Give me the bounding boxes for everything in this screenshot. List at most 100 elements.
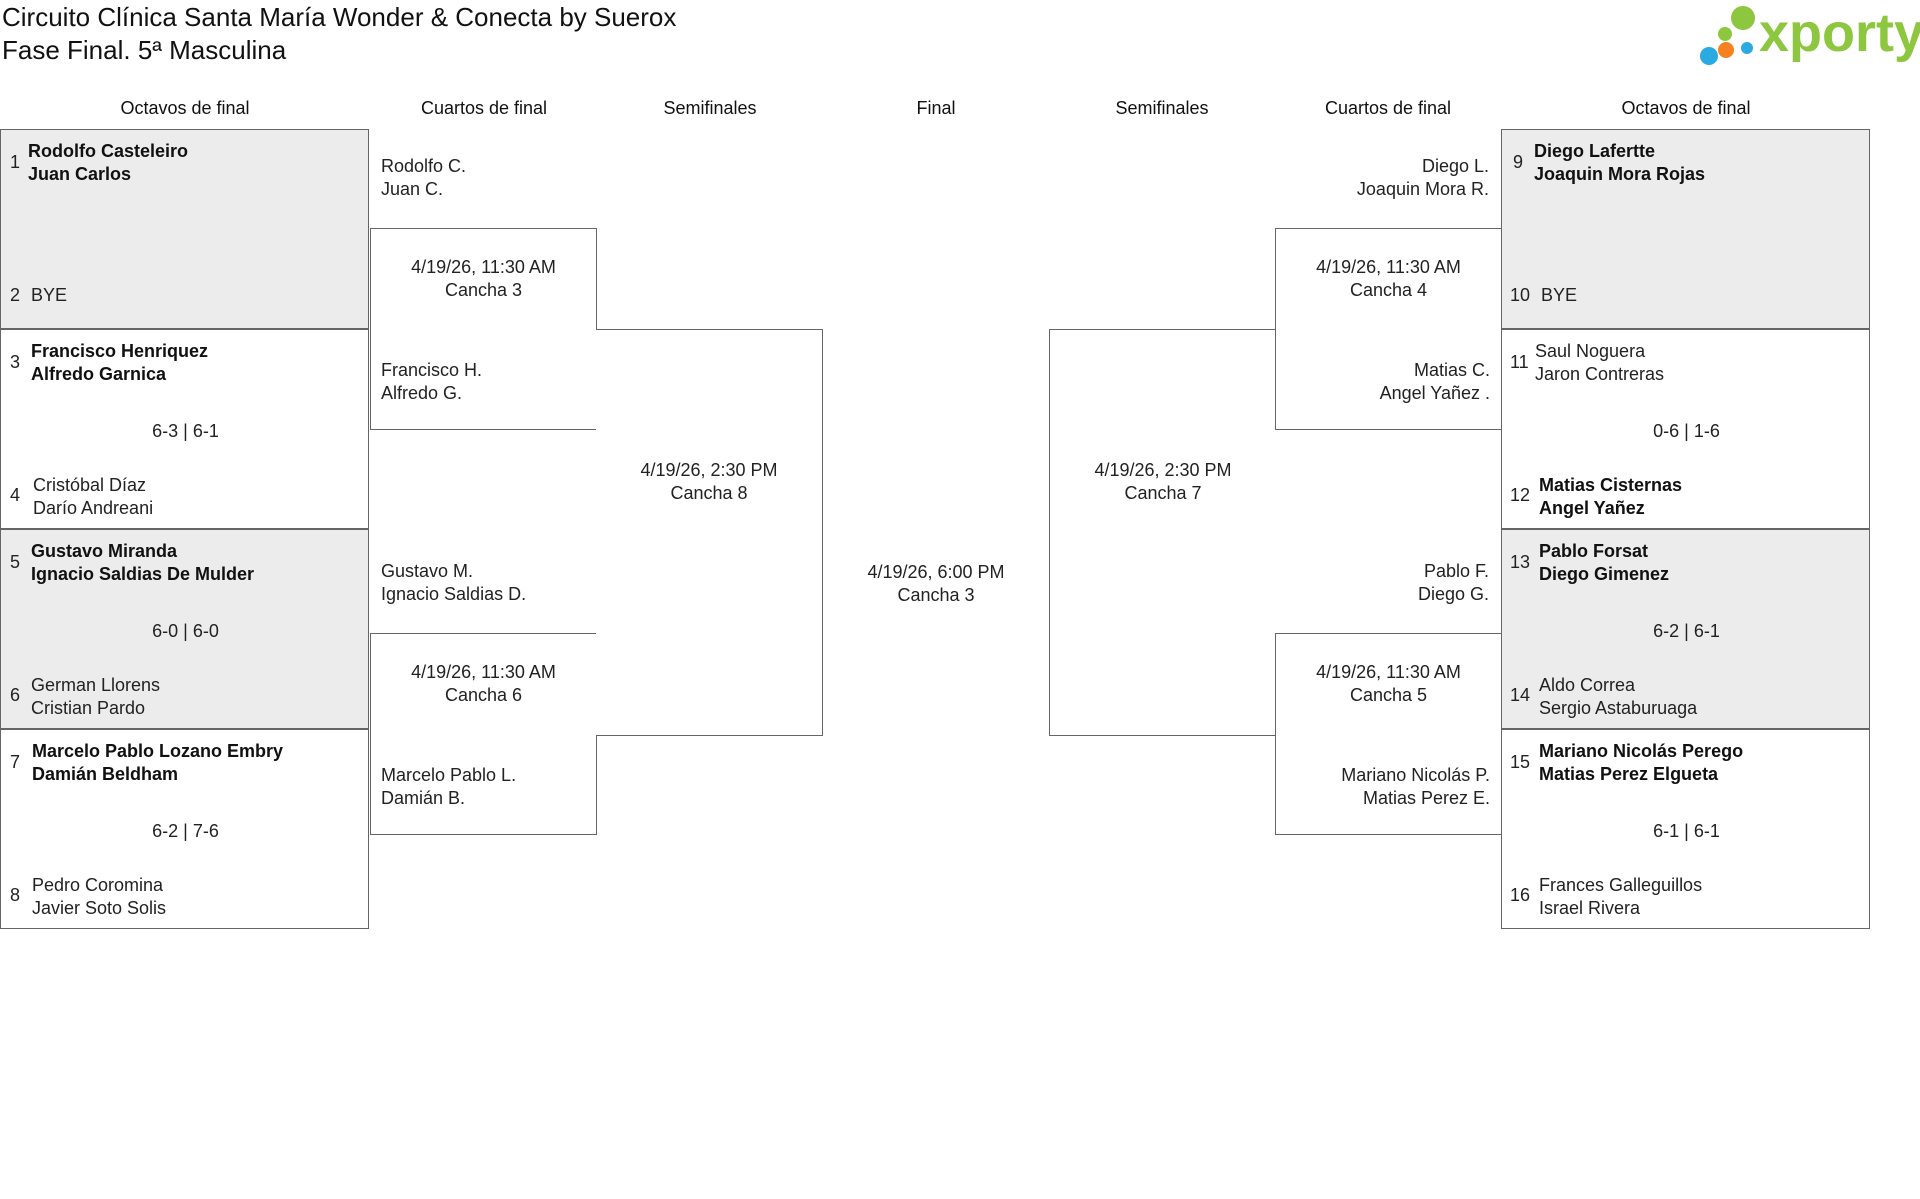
match-court: Cancha 5 <box>1349 685 1428 705</box>
player-name: Angel Yañez <box>1539 498 1645 518</box>
player-name: Damián Beldham <box>32 764 179 784</box>
player-name: Pablo Forsat <box>1539 541 1649 561</box>
seed-number: 9 <box>1513 152 1524 172</box>
left-r16-match-1[interactable]: 1 Rodolfo Casteleiro Juan Carlos 2 BYE <box>0 129 369 329</box>
logo-text: xporty <box>1759 3 1920 63</box>
player-name: Ignacio Saldias De Mulder <box>31 564 255 584</box>
seed-number: 14 <box>1510 685 1531 705</box>
right-qf-match-2[interactable]: 4/19/26, 11:30 AM Cancha 5 Mariano Nicol… <box>1275 633 1502 835</box>
seed-number: 5 <box>10 552 21 572</box>
xporty-logo[interactable]: xporty <box>1695 3 1920 70</box>
qf-player: Gustavo M. <box>381 561 474 581</box>
player-name: BYE <box>1541 285 1578 305</box>
match-court: Cancha 4 <box>1349 280 1428 300</box>
match-datetime: 4/19/26, 6:00 PM <box>867 562 1005 582</box>
qf-player: Diego G. <box>1417 584 1489 604</box>
player-name: Mariano Nicolás Perego <box>1539 741 1744 761</box>
qf-player: Francisco H. <box>381 360 483 380</box>
player-name: Juan Carlos <box>28 164 132 184</box>
player-name: Matias Cisternas <box>1539 475 1683 495</box>
match-datetime: 4/19/26, 2:30 PM <box>640 460 778 480</box>
left-sf-match[interactable]: 4/19/26, 2:30 PM Cancha 8 <box>596 329 823 736</box>
match-score: 6-0 | 6-0 <box>152 621 219 641</box>
qf-player: Pablo F. <box>1423 561 1489 581</box>
qf-player: Diego L. <box>1421 156 1489 176</box>
match-score: 6-2 | 6-1 <box>1653 621 1720 641</box>
qf-player: Ignacio Saldias D. <box>381 584 527 604</box>
player-name: Cristian Pardo <box>31 698 146 718</box>
player-name: Israel Rivera <box>1539 898 1641 918</box>
seed-number: 8 <box>10 885 21 905</box>
player-name: Diego Lafertte <box>1534 141 1656 161</box>
header-left-qf: Cuartos de final <box>420 98 548 118</box>
match-court: Cancha 8 <box>670 483 748 503</box>
seed-number: 11 <box>1510 352 1529 372</box>
seed-number: 15 <box>1510 752 1531 772</box>
player-name: Marcelo Pablo Lozano Embry <box>32 741 284 761</box>
left-qf-match-1[interactable]: 4/19/26, 11:30 AM Cancha 3 Francisco H. … <box>370 228 597 430</box>
left-qf-match-2[interactable]: 4/19/26, 11:30 AM Cancha 6 Marcelo Pablo… <box>370 633 597 835</box>
qf-player: Damián B. <box>381 788 466 808</box>
right-r16-match-3[interactable]: 13 Pablo Forsat Diego Gimenez 6-2 | 6-1 … <box>1501 529 1870 729</box>
player-name: Diego Gimenez <box>1539 564 1670 584</box>
match-datetime: 4/19/26, 11:30 AM <box>1316 662 1461 682</box>
match-datetime: 4/19/26, 11:30 AM <box>411 662 556 682</box>
player-name: Matias Perez Elgueta <box>1539 764 1719 784</box>
player-name: Jaron Contreras <box>1535 364 1665 384</box>
phase-title: Fase Final. 5ª Masculina <box>2 35 287 65</box>
right-r16-match-2[interactable]: 11 Saul Noguera Jaron Contreras 0-6 | 1-… <box>1501 329 1870 529</box>
header-left-r16: Octavos de final <box>120 98 250 118</box>
player-name: Aldo Correa <box>1539 675 1636 695</box>
player-name: Darío Andreani <box>33 498 154 518</box>
match-score: 6-1 | 6-1 <box>1653 821 1720 841</box>
player-name: Alfredo Garnica <box>31 364 167 384</box>
player-name: BYE <box>31 285 68 305</box>
qf-player: Juan C. <box>381 179 444 199</box>
final-match[interactable]: 4/19/26, 6:00 PM Cancha 3 <box>823 561 1049 611</box>
player-name: Sergio Astaburuaga <box>1539 698 1698 718</box>
seed-number: 1 <box>10 152 21 172</box>
left-r16-match-2[interactable]: 3 Francisco Henriquez Alfredo Garnica 6-… <box>0 329 369 529</box>
seed-number: 3 <box>10 352 21 372</box>
qf-player: Angel Yañez . <box>1379 383 1490 403</box>
player-name: Francisco Henriquez <box>31 341 209 361</box>
header-final: Final <box>916 98 956 118</box>
match-datetime: 4/19/26, 2:30 PM <box>1094 460 1232 480</box>
player-name: Cristóbal Díaz <box>33 475 147 495</box>
match-score: 0-6 | 1-6 <box>1653 421 1720 441</box>
player-name: Joaquin Mora Rojas <box>1534 164 1706 184</box>
match-court: Cancha 7 <box>1124 483 1202 503</box>
player-name: Rodolfo Casteleiro <box>28 141 189 161</box>
logo-dots-icon <box>1700 6 1755 65</box>
qf-player: Mariano Nicolás P. <box>1341 765 1490 785</box>
player-name: German Llorens <box>31 675 161 695</box>
right-r16-match-1[interactable]: 9 Diego Lafertte Joaquin Mora Rojas 10 B… <box>1501 129 1870 329</box>
match-datetime: 4/19/26, 11:30 AM <box>411 257 556 277</box>
header-left-sf: Semifinales <box>663 98 757 118</box>
header-right-sf: Semifinales <box>1115 98 1209 118</box>
match-court: Cancha 3 <box>444 280 523 300</box>
right-qf-match-1[interactable]: 4/19/26, 11:30 AM Cancha 4 Matias C. Ang… <box>1275 228 1502 430</box>
qf-player: Rodolfo C. <box>381 156 467 176</box>
right-sf-match[interactable]: 4/19/26, 2:30 PM Cancha 7 <box>1049 329 1276 736</box>
left-r16-match-3[interactable]: 5 Gustavo Miranda Ignacio Saldias De Mul… <box>0 529 369 729</box>
seed-number: 4 <box>10 485 21 505</box>
match-score: 6-2 | 7-6 <box>152 821 219 841</box>
seed-number: 16 <box>1510 885 1531 905</box>
match-datetime: 4/19/26, 11:30 AM <box>1316 257 1461 277</box>
qf-player: Alfredo G. <box>381 383 463 403</box>
match-court: Cancha 3 <box>897 585 975 605</box>
right-r16-match-4[interactable]: 15 Mariano Nicolás Perego Matias Perez E… <box>1501 729 1870 929</box>
header-right-r16: Octavos de final <box>1621 98 1751 118</box>
qf-player: Matias Perez E. <box>1362 788 1490 808</box>
qf-player: Marcelo Pablo L. <box>381 765 517 785</box>
seed-number: 7 <box>10 752 21 772</box>
seed-number: 13 <box>1510 552 1531 572</box>
qf-player: Matias C. <box>1413 360 1490 380</box>
seed-number: 10 <box>1510 285 1531 305</box>
left-r16-match-4[interactable]: 7 Marcelo Pablo Lozano Embry Damián Beld… <box>0 729 369 929</box>
seed-number: 6 <box>10 685 21 705</box>
tournament-title: Circuito Clínica Santa María Wonder & Co… <box>2 2 677 32</box>
player-name: Javier Soto Solis <box>32 898 167 918</box>
seed-number: 2 <box>10 285 21 305</box>
